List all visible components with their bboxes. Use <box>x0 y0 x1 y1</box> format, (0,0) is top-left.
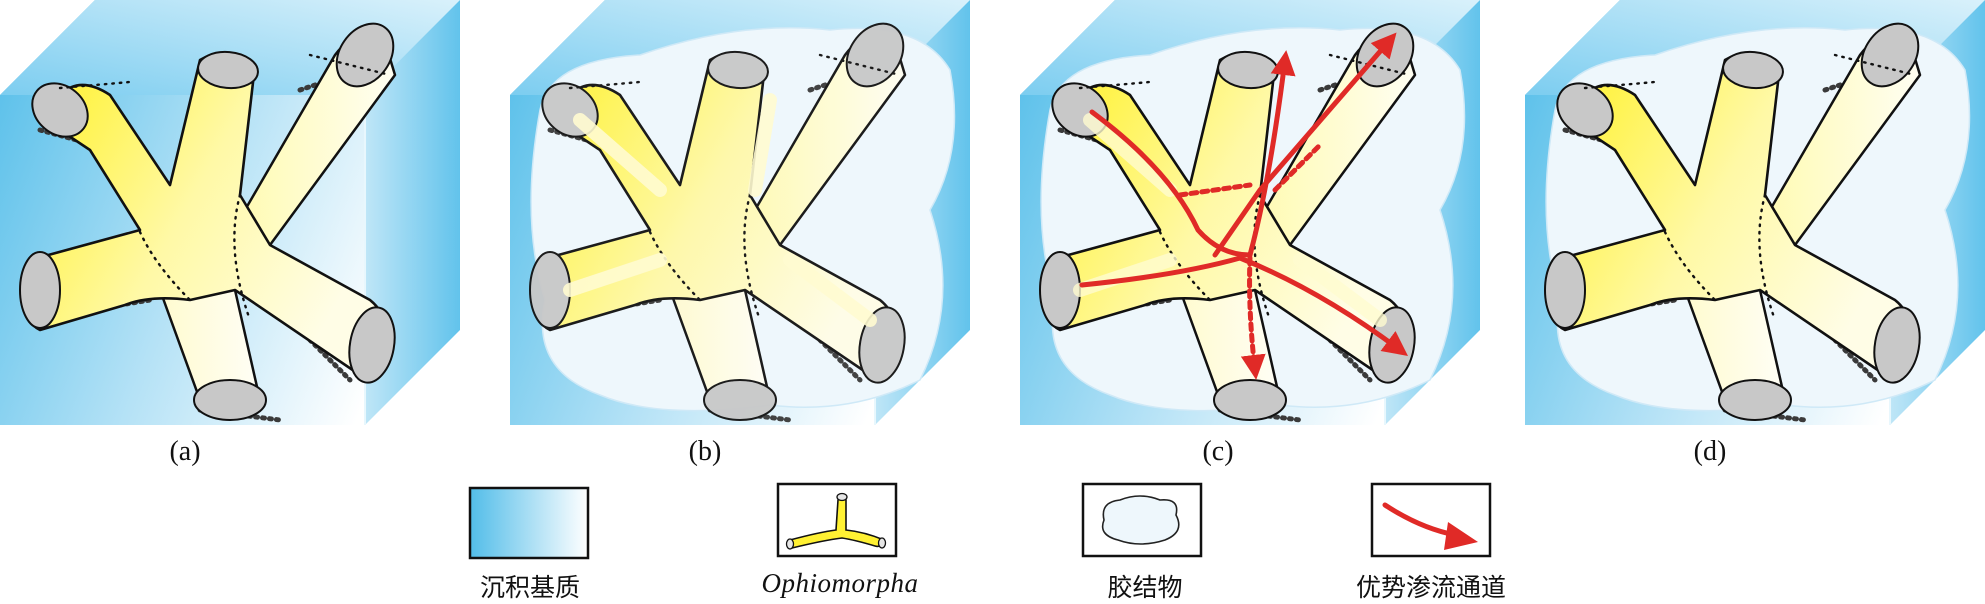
panel-b-label: (b) <box>688 436 722 467</box>
legend-burrow-swatch <box>776 482 898 558</box>
legend-burrow-label: Ophiomorpha <box>761 568 919 598</box>
legend-flow-label: 优势渗流通道 <box>1355 573 1506 602</box>
panel-a-label: (a) <box>169 436 201 467</box>
panel-c-label: (c) <box>1202 436 1234 467</box>
panel-c-diagram <box>1020 0 1480 425</box>
legend-cement-swatch <box>1081 482 1203 558</box>
panel-a-diagram <box>0 0 461 426</box>
legend-matrix-swatch <box>468 486 590 560</box>
flow-arrows <box>1079 32 1409 380</box>
panel-d-diagram <box>1525 0 1985 425</box>
panel-b-diagram <box>510 0 970 425</box>
legend-cement-label: 胶结物 <box>1107 573 1183 602</box>
legend-matrix-label: 沉积基质 <box>479 573 580 602</box>
panel-d-label: (d) <box>1693 436 1727 467</box>
legend-flow-swatch <box>1370 482 1492 558</box>
legend <box>468 482 1492 560</box>
